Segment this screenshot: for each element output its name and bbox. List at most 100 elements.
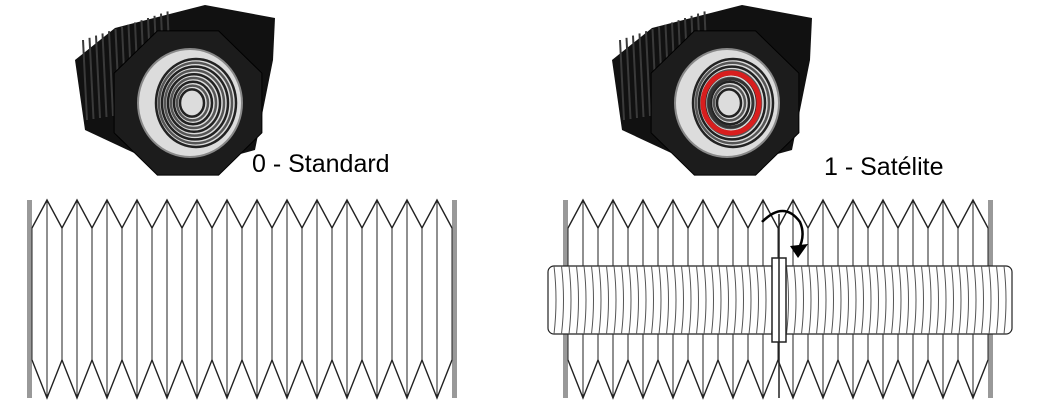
screw-thread: [583, 265, 587, 335]
bellows-bottom-zigzag: [31, 358, 453, 400]
screw-thread: [636, 265, 639, 335]
standard-bellows-photo: [75, 5, 275, 176]
standard-variant-panel: 0 - Standard: [27, 5, 457, 400]
screw-thread: [576, 265, 579, 335]
screw-thread: [628, 265, 632, 335]
bellows-rib: [645, 31, 651, 117]
satelite-bellows-drawing: [547, 198, 1013, 400]
bellows-rib: [638, 33, 645, 118]
screw-thread: [838, 265, 842, 335]
bellows-rib: [632, 35, 638, 119]
bellows-photo-group: [612, 5, 812, 176]
bellows-inner-convolution: [715, 88, 743, 118]
screw-thread: [861, 265, 864, 335]
screw-thread: [876, 265, 879, 335]
end-plate-right: [452, 200, 457, 398]
screw-thread: [966, 265, 969, 335]
screw-thread: [621, 265, 624, 335]
screw-thread: [651, 265, 654, 335]
screw-thread: [973, 265, 977, 335]
seal-ring-inner: [707, 77, 755, 129]
bellows-rib: [95, 35, 101, 119]
screw-thread: [958, 265, 962, 335]
bellows-inner-convolution: [712, 84, 747, 122]
screw-thread: [703, 265, 707, 335]
bellows-inner-convolution: [157, 61, 234, 145]
bellows-inner-convolution: [169, 76, 218, 130]
bellows-drawing-group: [547, 198, 1013, 400]
screw-thread: [816, 265, 819, 335]
screw-thread: [981, 265, 984, 335]
screw-thread: [853, 265, 857, 335]
screw-thread: [711, 265, 714, 335]
screw-thread: [898, 265, 902, 335]
satelite-variant-panel: 1 - Satélite: [522, 0, 1044, 414]
screw-thread: [673, 265, 677, 335]
screw-thread: [658, 265, 662, 335]
bellows-drawing-group: [27, 198, 457, 400]
bellows-inner-convolution: [154, 57, 238, 149]
screw-thread: [606, 265, 609, 335]
bellows-inner-convolution: [709, 80, 751, 126]
standard-variant-label: 0 - Standard: [252, 150, 390, 178]
satelite-bellows-photo: [612, 5, 812, 176]
screw-thread: [921, 265, 924, 335]
rotation-arrow-icon: [761, 209, 804, 251]
screw-thread: [613, 265, 617, 335]
satelite-variant-label: 1 - Satélite: [824, 153, 944, 181]
screw-thread: [883, 265, 887, 335]
bellows-top-zigzag: [567, 198, 989, 230]
bellows-inner-convolution: [697, 65, 767, 141]
rotation-arrowhead-icon: [790, 244, 808, 258]
screw-thread: [823, 265, 827, 335]
screw-thread: [928, 265, 932, 335]
standard-bellows-drawing: [27, 198, 457, 400]
bellows-inner-convolution: [163, 69, 226, 137]
screw-thread: [793, 265, 797, 335]
bellows-inner-convolution: [166, 72, 222, 134]
bellows-inner-convolution: [691, 57, 775, 149]
screw-thread: [808, 265, 812, 335]
screw-thread: [868, 265, 872, 335]
bellows-inner-convolution: [172, 80, 214, 126]
screw-thread: [831, 265, 834, 335]
bellows-top-zigzag: [31, 198, 453, 230]
screw-thread: [681, 265, 684, 335]
screw-thread: [951, 265, 954, 335]
screw-thread: [688, 265, 692, 335]
screw-thread: [748, 265, 752, 335]
bellows-inner-convolution: [160, 65, 230, 141]
screw-thread: [786, 265, 789, 335]
screw-thread: [696, 265, 699, 335]
screw-thread: [756, 265, 759, 335]
screw-thread: [913, 265, 917, 335]
bellows-rib: [88, 37, 95, 120]
screw-thread: [718, 265, 722, 335]
screw-thread: [936, 265, 939, 335]
bellows-rib: [108, 31, 114, 117]
bellows-inner-convolution: [694, 61, 771, 145]
screw-thread: [1003, 265, 1007, 335]
screw-thread: [553, 265, 557, 335]
screw-thread: [666, 265, 669, 335]
bellows-bottom-zigzag: [567, 358, 989, 400]
screw-thread: [763, 265, 767, 335]
screw-thread: [568, 265, 572, 335]
screw-thread: [801, 265, 804, 335]
screw-thread: [943, 265, 947, 335]
screw-thread: [726, 265, 729, 335]
bellows-photo-group: [75, 5, 275, 176]
screw-thread: [591, 265, 594, 335]
screw-thread: [598, 265, 602, 335]
screw-thread: [996, 265, 999, 335]
bellows-rib: [82, 39, 88, 121]
bellows-rib: [101, 33, 108, 118]
screw-thread: [846, 265, 849, 335]
screw-thread: [741, 265, 744, 335]
bellows-rib: [619, 39, 625, 121]
screw-thread: [891, 265, 894, 335]
screw-thread: [561, 265, 564, 335]
screw-thread: [643, 265, 647, 335]
bellows-inner-convolution: [175, 84, 210, 122]
screw-thread: [733, 265, 737, 335]
